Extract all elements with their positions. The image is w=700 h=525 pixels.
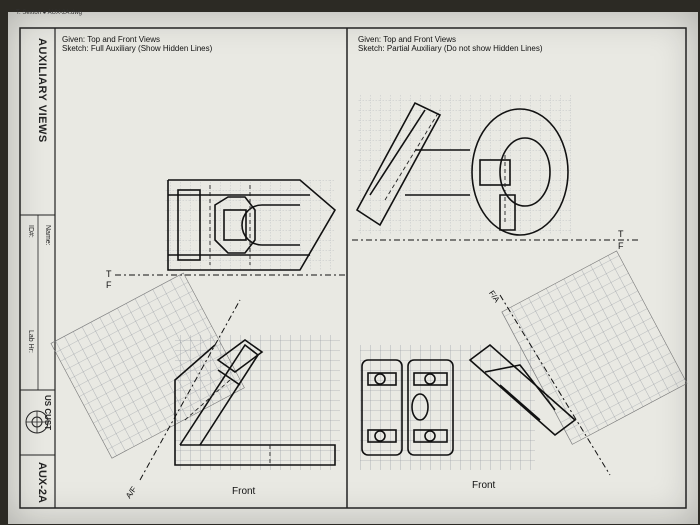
left-aux-fold-line <box>139 299 241 481</box>
left-fold-front-label: F <box>106 280 112 290</box>
left-sketch-line: Sketch: Full Auxiliary (Show Hidden Line… <box>62 44 213 53</box>
right-top-view <box>355 101 569 236</box>
left-aux-grid <box>50 272 245 459</box>
right-front-view <box>361 343 577 456</box>
drawing-number: AUX-2A <box>36 462 48 503</box>
file-label: T. Sexton ● AUX-2A.dwg <box>16 10 82 16</box>
school-logo <box>25 410 49 434</box>
school-logo-text: US CUST <box>43 395 52 431</box>
left-front-label: Front <box>232 486 256 497</box>
sheet-border <box>19 27 687 509</box>
name-label: Name: <box>44 225 51 246</box>
lab-hours-label: Lab Hr: <box>27 330 34 353</box>
right-fold-top-label: T <box>618 229 624 239</box>
left-top-view <box>167 179 337 271</box>
sheet-title: AUXILIARY VIEWS <box>36 38 48 143</box>
right-front-label: Front <box>472 480 496 491</box>
right-front-grid <box>360 345 535 470</box>
left-given-line: Given: Top and Front Views <box>62 35 160 44</box>
right-given-line: Given: Top and Front Views <box>358 35 456 44</box>
right-top-grid <box>357 95 572 235</box>
id-label: ID#: <box>27 225 34 238</box>
right-fold-front-label: F <box>618 241 624 251</box>
right-sketch-line: Sketch: Partial Auxiliary (Do not show H… <box>358 44 543 53</box>
left-fold-top-label: T <box>106 269 112 279</box>
